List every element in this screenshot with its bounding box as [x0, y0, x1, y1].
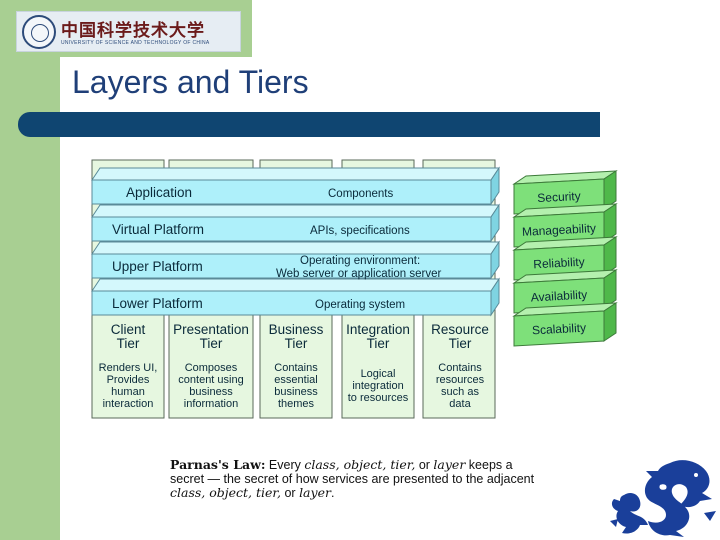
university-logo: 中国科学技术大学 UNIVERSITY OF SCIENCE AND TECHN… — [16, 11, 241, 52]
quality-label-security: Security — [537, 189, 581, 205]
quality-label-manageability: Manageability — [522, 221, 597, 239]
tier-name-resource: Resource — [431, 322, 489, 337]
tier-desc-resource-4: data — [449, 398, 471, 410]
quality-block-manageability: Manageability — [512, 203, 618, 248]
tier-suffix-business: Tier — [285, 336, 308, 351]
tier-desc-client-2: Provides — [107, 374, 150, 386]
footnote-text-3: keeps a secret — the secret of how servi… — [170, 458, 535, 486]
layer-detail-upper-platform-1: Operating environment: — [300, 255, 420, 267]
tier-desc-integration-3: to resources — [348, 392, 409, 404]
layer-name-application: Application — [126, 185, 192, 200]
tier-desc-business-2: essential — [274, 374, 317, 386]
tier-suffix-integration: Tier — [367, 336, 390, 351]
quality-label-availability: Availability — [530, 288, 587, 305]
footnote-text-2: or — [415, 458, 434, 472]
tier-desc-business-3: business — [274, 386, 318, 398]
layer-lower-platform — [91, 277, 500, 317]
layer-upper-platform — [91, 240, 500, 280]
footnote-italic-4: layer — [299, 485, 331, 500]
layer-application — [91, 166, 500, 206]
title-underline-bar — [18, 112, 600, 137]
footnote-italic-1: class, object, tier, — [304, 457, 416, 472]
tier-name-business: Business — [269, 322, 324, 337]
tier-desc-business-1: Contains — [274, 362, 318, 374]
layer-detail-virtual-platform: APIs, specifications — [310, 225, 410, 237]
layer-detail-lower-platform: Operating system — [315, 299, 405, 311]
tier-labels: Client Tier Renders UI, Provides human i… — [99, 322, 489, 410]
footnote-text-1: Every — [265, 458, 305, 472]
layer-virtual-platform — [91, 203, 500, 243]
layer-detail-application: Components — [328, 188, 393, 200]
logo-english-name: UNIVERSITY OF SCIENCE AND TECHNOLOGY OF … — [61, 40, 210, 46]
layer-detail-upper-platform-2: Web server or application server — [276, 268, 441, 280]
tier-desc-business-4: themes — [278, 398, 315, 410]
dragon-emblem-icon — [610, 460, 716, 537]
slide-title: Layers and Tiers — [72, 64, 309, 100]
layer-name-upper-platform: Upper Platform — [112, 259, 203, 274]
tier-desc-presentation-2: content using — [178, 374, 243, 386]
quality-label-scalability: Scalability — [532, 321, 587, 338]
tier-desc-client-1: Renders UI, — [99, 362, 158, 374]
tier-desc-client-4: interaction — [103, 398, 154, 410]
layer-slabs — [91, 166, 500, 317]
tier-desc-resource-3: such as — [441, 386, 479, 398]
tier-desc-client-3: human — [111, 386, 145, 398]
tier-name-client: Client — [111, 322, 146, 337]
quality-label-reliability: Reliability — [533, 255, 585, 272]
tier-desc-resource-2: resources — [436, 374, 485, 386]
logo-area: 中国科学技术大学 UNIVERSITY OF SCIENCE AND TECHN… — [0, 0, 252, 57]
footnote-law-label: Parnas's Law: — [170, 457, 266, 472]
logo-chinese-name: 中国科学技术大学 — [61, 21, 205, 41]
footnote-italic-2: layer — [433, 457, 466, 472]
tier-suffix-client: Tier — [117, 336, 140, 351]
tier-desc-presentation-3: business — [189, 386, 233, 398]
tier-desc-presentation-4: information — [184, 398, 238, 410]
university-seal-icon — [22, 15, 56, 49]
footnote-text-4: or — [281, 486, 300, 500]
layers-tiers-diagram: Application Components Virtual Platform … — [91, 159, 618, 419]
tier-desc-presentation-1: Composes — [185, 362, 238, 374]
layer-name-virtual-platform: Virtual Platform — [112, 222, 204, 237]
sidebar-stripe — [0, 0, 60, 540]
tier-name-integration: Integration — [346, 322, 410, 337]
tier-desc-integration-2: integration — [352, 380, 403, 392]
quality-blocks: Security Manageability Reliability Avail… — [512, 170, 618, 347]
layer-labels: Application Components Virtual Platform … — [112, 185, 441, 311]
tier-suffix-resource: Tier — [449, 336, 472, 351]
layer-name-lower-platform: Lower Platform — [112, 296, 203, 311]
quality-block-availability: Availability — [512, 269, 618, 314]
quality-block-security: Security — [512, 170, 618, 215]
footnote-italic-3: class, object, tier, — [170, 485, 281, 500]
footnote-text-5: . — [330, 486, 335, 500]
parnas-law-footnote: Parnas's Law: Every class, object, tier,… — [170, 457, 550, 501]
tier-desc-resource-1: Contains — [438, 362, 482, 374]
quality-block-scalability: Scalability — [512, 302, 618, 347]
tier-suffix-presentation: Tier — [200, 336, 223, 351]
tier-desc-integration-1: Logical — [361, 368, 396, 380]
tier-name-presentation: Presentation — [173, 322, 249, 337]
